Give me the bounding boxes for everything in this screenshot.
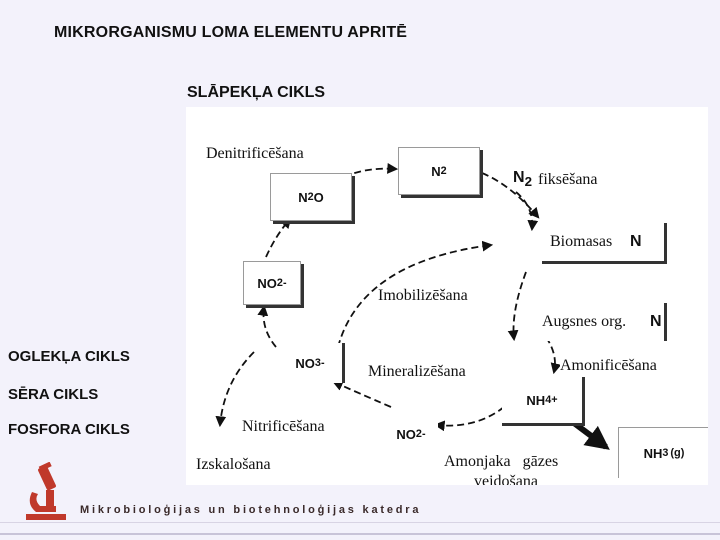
n2o-o: O [313,189,324,205]
slide-title: MIKRORGANISMU LOMA ELEMENTU APRITĒ [54,24,408,41]
nh4-formula: NH [526,392,546,408]
link-carbon-cycle[interactable]: OGLEKĻA CIKLS [8,348,130,365]
no2-top-subscript: 2 [276,277,283,289]
soil-org-n-label: N [650,313,662,331]
arrow-leaching [215,351,255,428]
link-sulfur-cycle[interactable]: SĒRA CIKLS [8,386,99,403]
no2-top-formula: NO [257,275,277,291]
nh3-gas-state: (g) [670,447,685,459]
footer-divider [0,533,720,535]
n2o-subscript: 2 [307,191,314,203]
no2-bottom-charge: - [421,428,426,440]
no2-top-charge: - [282,277,287,289]
footer: Mikrobioloģijas un biotehnoloģijas kated… [0,462,720,540]
no3-subscript: 3 [314,357,321,369]
n2-formula: N [431,163,441,179]
soil-org-box: Augsnes org. N [534,303,667,341]
ammonia-gas-label: Amonjaka gāzes [444,453,559,471]
biomass-box: Biomasas N [542,223,667,264]
fixation-n2-label: N2 [513,169,532,192]
link-phosphorus-cycle[interactable]: FOSFORA CIKLS [8,421,130,438]
arrow-nh4-to-no2 [433,406,505,432]
microscope-icon [26,462,66,520]
arrow-no2-to-no3 [332,380,392,408]
arrow-no2-to-n2o [265,217,292,258]
arrow-biomass-to-org [507,271,527,342]
leaching-label: Izskalošana [196,456,271,474]
fixation-n: N [513,169,525,186]
biomass-label: Biomasas [550,233,613,251]
no3-charge: - [320,357,325,369]
immobilization-label: Imobilizēšana [378,287,468,305]
nh4-charge: + [551,394,558,406]
denitrification-label: Denitrificēšana [206,145,304,163]
nitrification-label: Nitrificēšana [242,418,325,436]
footer-divider-thin [0,522,720,523]
n2o-n: N [298,189,308,205]
fixation-n-subscript: 2 [524,174,532,190]
mineralization-label: Mineralizēšana [368,363,466,381]
biomass-n-label: N [630,233,642,251]
no3-formula: NO [295,355,315,371]
no2-bottom-subscript: 2 [415,428,422,440]
n2-subscript: 2 [440,165,447,177]
ammonia-formation-label: veidošana [474,473,538,485]
diagram-subtitle: SLĀPEKĻA CIKLS [187,84,326,101]
nh4-subscript: 4 [545,394,552,406]
arrow-n2-to-fixation [481,172,540,219]
nh3-formula: NH [643,445,663,461]
department-name: Mikrobioloģijas un biotehnoloģijas kated… [80,504,422,516]
nh3-subscript: 3 [662,447,669,459]
arrow-fixation-to-biomass [515,191,539,232]
no2-bottom-formula: NO [396,426,416,442]
soil-org-label: Augsnes org. [542,313,627,331]
arrow-immobilization [337,240,494,348]
fixation-label: fiksēšana [538,171,598,189]
ammonification-label: Amonificēšana [560,357,657,375]
arrow-no3-to-no2 [257,304,277,348]
arrow-ammonification [545,336,562,375]
